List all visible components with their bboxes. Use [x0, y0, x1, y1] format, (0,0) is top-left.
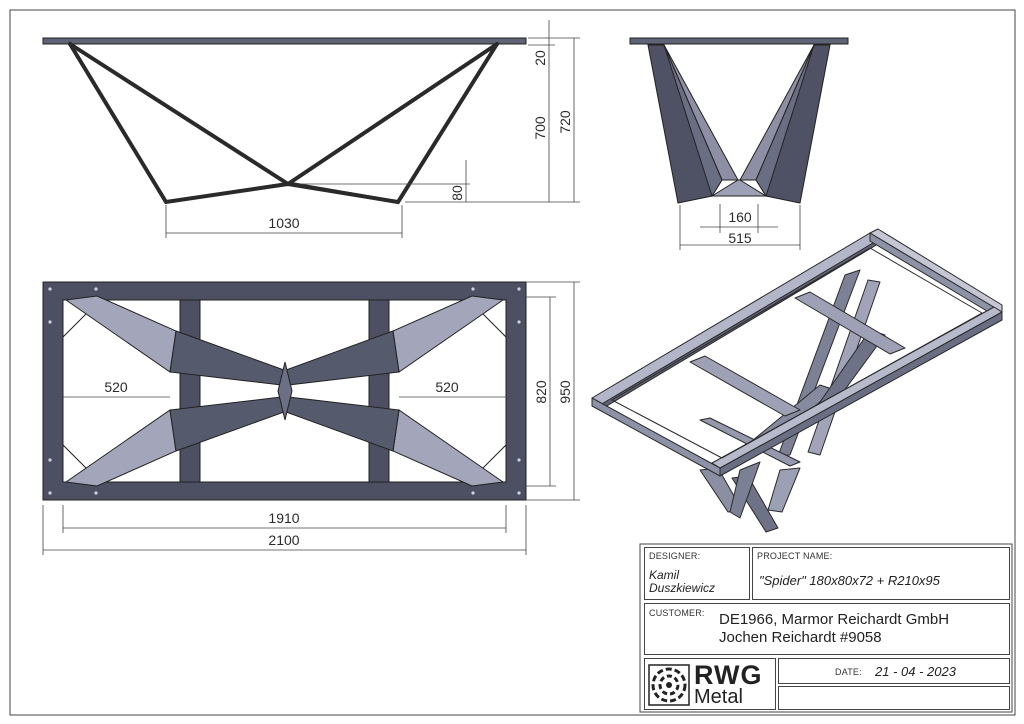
bolt: [48, 320, 52, 324]
leg-top-right-light: [392, 295, 505, 373]
dim-inner-width-top: 820: [533, 380, 549, 404]
dim-outer-length: 2100: [268, 532, 299, 548]
dim-total-height: 720: [557, 110, 573, 134]
designer-value-line2: Duszkiewicz: [649, 581, 716, 595]
bolt: [48, 458, 52, 462]
customer-value-line2: Jochen Reichardt #9058: [719, 629, 882, 646]
bolt: [48, 491, 52, 495]
iso-frame-left: [591, 397, 721, 477]
front-leg-left: [68, 42, 290, 205]
dim-outer-width-top: 950: [557, 380, 573, 404]
date-label: DATE:: [835, 667, 862, 677]
date-cell: DATE: 21 - 04 - 2023: [778, 658, 1010, 684]
designer-label: DESIGNER:: [649, 551, 701, 561]
side-leg-right-face: [755, 44, 815, 198]
project-cell: PROJECT NAME: "Spider" 180x80x72 + R210x…: [752, 547, 1010, 600]
bolt: [471, 287, 475, 291]
iso-frame-right-top: [869, 228, 1003, 313]
dim-frame-height: 700: [532, 116, 548, 140]
front-foot-right: [288, 181, 397, 203]
dim-foot-span: 1030: [268, 215, 299, 231]
designer-value-line1: Kamil: [649, 568, 680, 582]
front-brace-left: [68, 42, 290, 186]
leg-bottom-left-light: [64, 409, 177, 487]
title-block-frame: [639, 543, 1013, 713]
logo-cell: RWG Metal: [644, 658, 776, 710]
customer-value-line1: DE1966, Marmor Reichardt GmbH: [719, 611, 950, 628]
logo-text-rwg: RWG: [694, 660, 763, 690]
project-value: "Spider" 180x80x72 + R210x95: [759, 573, 940, 588]
sheet-border: [9, 9, 1016, 716]
bolt: [471, 491, 475, 495]
top-view: 520 520 820 950 1910 2100: [42, 281, 580, 555]
iso-frame-inner: [611, 247, 983, 459]
side-tabletop: [629, 37, 849, 45]
leg-center-node: [277, 361, 293, 421]
rwg-logo-icon: [648, 664, 690, 706]
iso-frame-right: [869, 232, 1003, 321]
bolt: [517, 491, 521, 495]
iso-leg-4: [729, 461, 761, 519]
dim-foot-height: 80: [449, 185, 465, 201]
side-view: 160 515: [629, 37, 849, 250]
designer-cell: DESIGNER: Kamil Duszkiewicz: [644, 547, 750, 600]
leg-top-left-light: [64, 295, 177, 373]
isometric-view: [591, 228, 1003, 533]
dim-inner-length: 1910: [268, 510, 299, 526]
iso-crossbar-2: [689, 355, 801, 417]
bolt: [94, 491, 98, 495]
blank-cell: [778, 686, 1010, 710]
dim-base-width: 515: [728, 230, 752, 246]
front-brace-right: [286, 42, 499, 186]
top-crossbar-right: [368, 299, 390, 483]
customer-cell: CUSTOMER: DE1966, Marmor Reichardt GmbH …: [644, 603, 1010, 655]
leg-bottom-right-light: [392, 409, 505, 487]
bolt: [517, 287, 521, 291]
side-leg-left-face: [663, 44, 723, 198]
top-crossbar-left: [179, 299, 201, 483]
bolt: [48, 287, 52, 291]
front-foot-left: [168, 181, 292, 203]
logo-text-metal: Metal: [694, 686, 743, 708]
iso-crossbar-1: [794, 291, 906, 355]
front-view: 1030 20 700 720 80: [42, 20, 580, 238]
dim-right-offset: 520: [435, 379, 459, 395]
dim-inner-width: 160: [728, 209, 752, 225]
project-label: PROJECT NAME:: [757, 551, 833, 561]
bolt: [517, 458, 521, 462]
dim-top-thickness: 20: [532, 50, 548, 66]
bolt: [94, 287, 98, 291]
dim-left-offset: 520: [104, 379, 128, 395]
bolt: [517, 320, 521, 324]
iso-leg-3: [767, 467, 801, 513]
front-tabletop: [42, 37, 527, 45]
side-foot-plate: [710, 179, 768, 197]
date-value: 21 - 04 - 2023: [875, 664, 956, 679]
customer-label: CUSTOMER:: [649, 608, 705, 618]
